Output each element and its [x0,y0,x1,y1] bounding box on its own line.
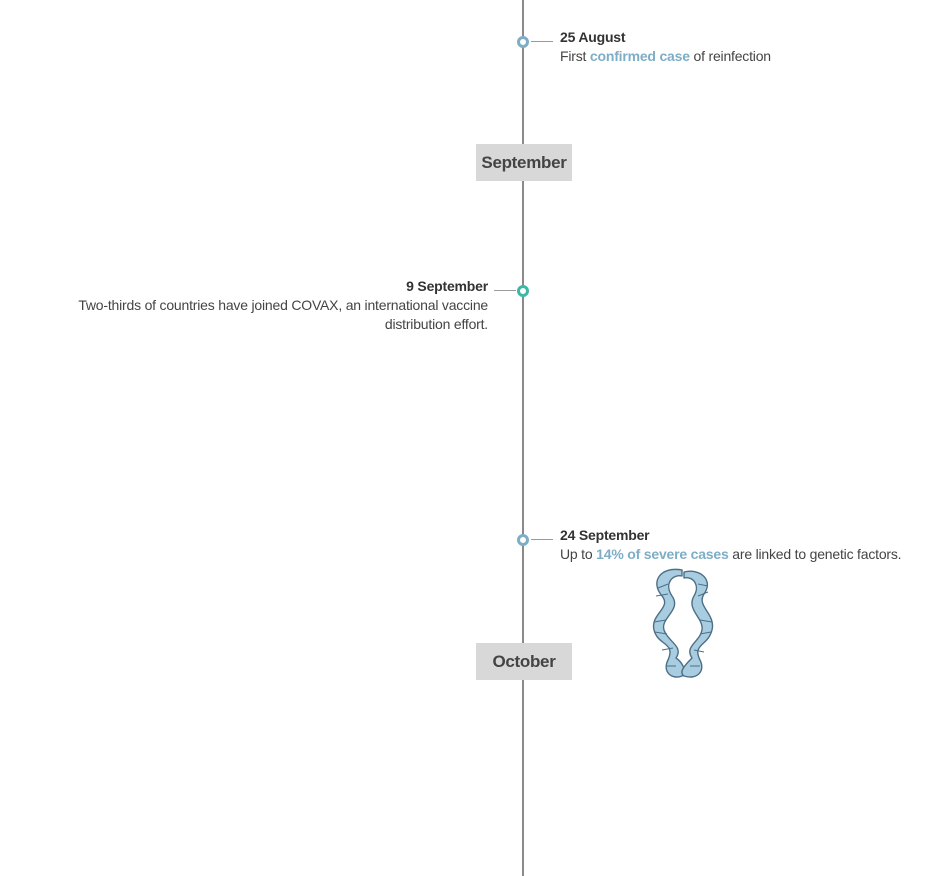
month-label-september: September [476,144,572,181]
event-aug25: 25 August First confirmed case of reinfe… [560,28,930,66]
month-label-october: October [476,643,572,680]
event-date: 9 September [406,278,488,294]
event-date: 24 September [560,527,650,543]
severe-cases-link[interactable]: 14% of severe cases [596,546,729,562]
connector-sep24 [531,539,553,540]
event-text-prefix: Up to [560,546,597,562]
event-marker-sep9[interactable] [517,285,529,297]
event-date: 25 August [560,29,626,45]
event-description: Two-thirds of countries have joined COVA… [78,297,488,332]
event-sep9: 9 September Two-thirds of countries have… [60,277,488,334]
event-marker-aug25[interactable] [517,36,529,48]
connector-sep9 [494,290,516,291]
event-sep24: 24 September Up to 14% of severe cases a… [560,526,940,564]
event-text-suffix: of reinfection [689,48,772,64]
event-text-suffix: are linked to genetic factors. [728,546,902,562]
timeline-line [522,0,524,876]
connector-aug25 [531,41,553,42]
dna-icon [652,568,714,678]
confirmed-case-link[interactable]: confirmed case [589,48,690,64]
event-text-prefix: First [560,48,590,64]
event-marker-sep24[interactable] [517,534,529,546]
